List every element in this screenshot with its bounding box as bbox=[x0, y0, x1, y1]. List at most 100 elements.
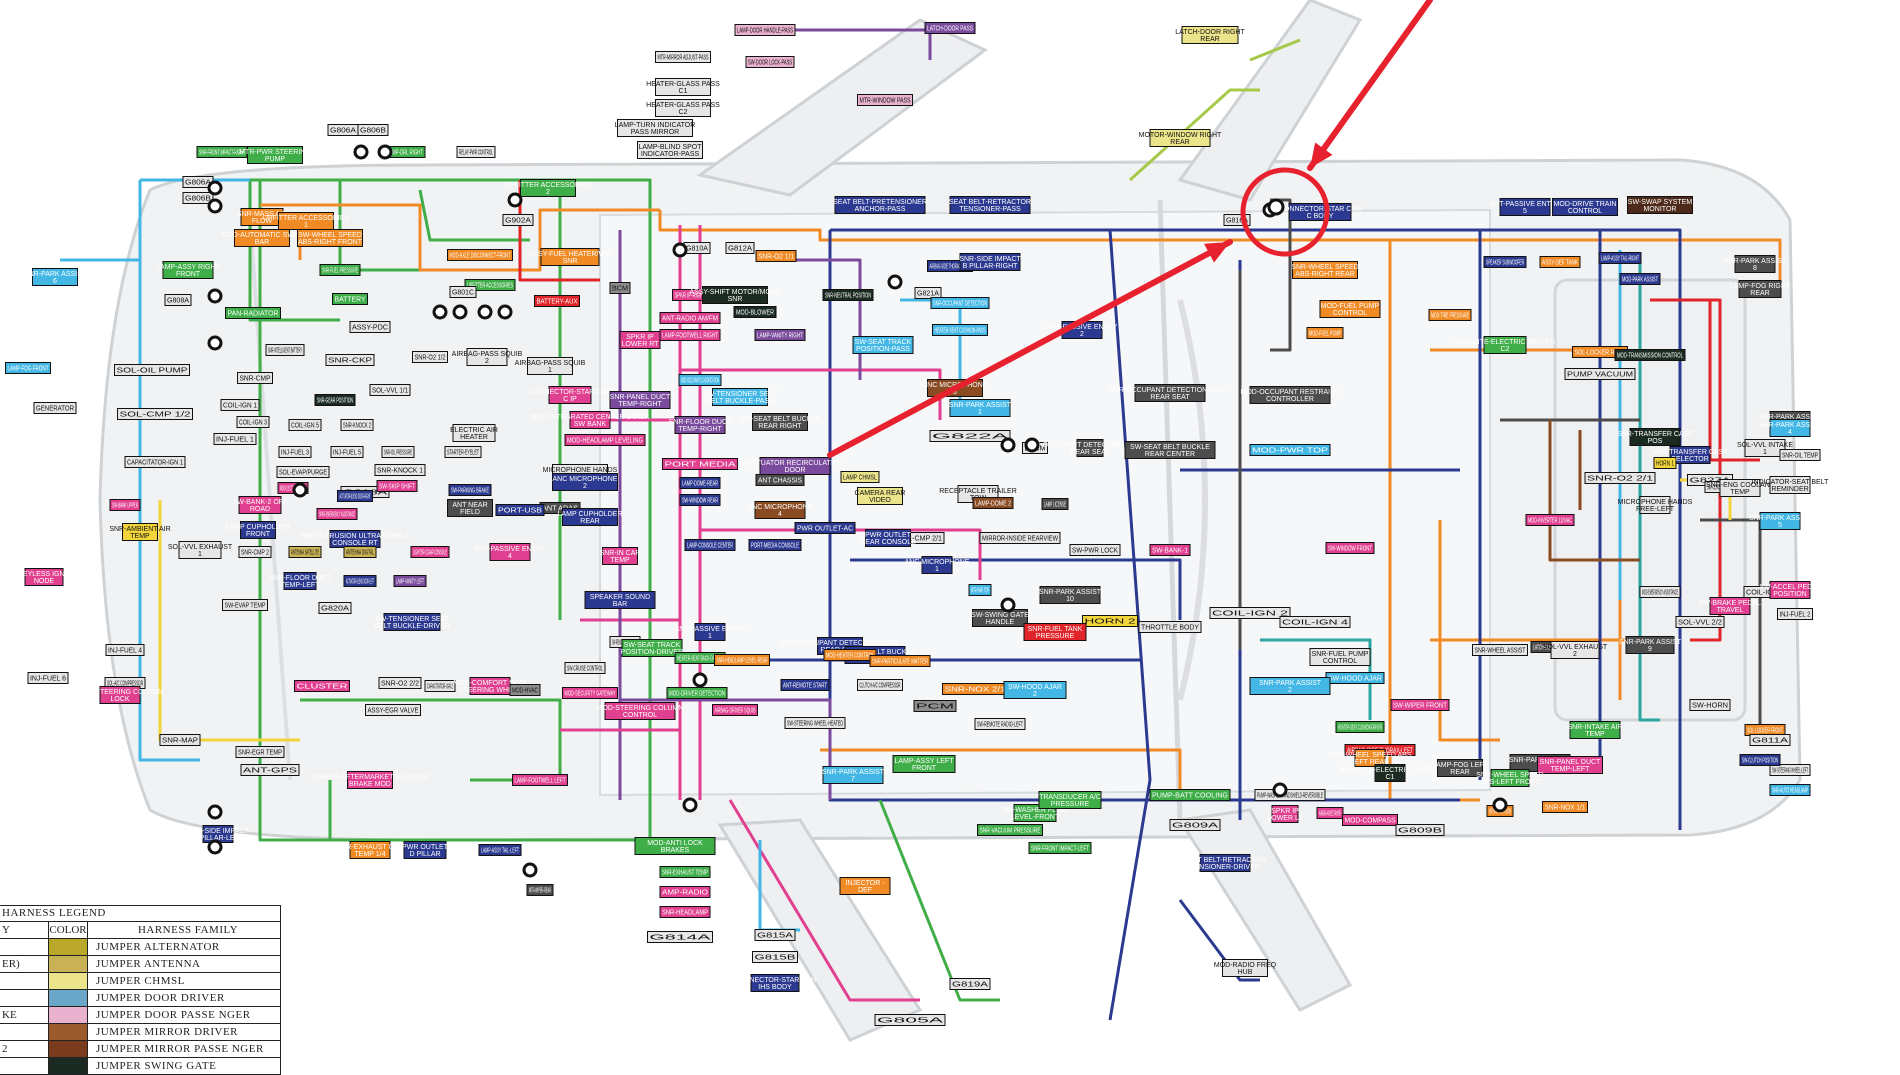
component-box-bg bbox=[932, 324, 988, 336]
component-box: G816A bbox=[1223, 214, 1251, 226]
component-box: SW-BANK-1 bbox=[1149, 544, 1191, 556]
component-label: MOD-FUEL PUMP bbox=[1309, 331, 1341, 338]
ground-eyelet-icon bbox=[682, 797, 698, 813]
component-box: HORN 2 bbox=[1082, 615, 1138, 627]
ground-eyelet-icon bbox=[207, 288, 223, 304]
component-box-bg bbox=[237, 372, 273, 384]
component-label: INJ-FUEL 4 bbox=[108, 648, 142, 655]
component-label: SOL-EVAP/PURGE bbox=[279, 470, 327, 477]
component-box-bg bbox=[222, 599, 268, 611]
component-label: GENERATOR bbox=[36, 406, 74, 413]
component-box-bg bbox=[236, 416, 270, 428]
component-box: RELAY-PWR CONTROL bbox=[456, 146, 496, 158]
component-label: MOD-EMERGENCY ASSISTANCE bbox=[1642, 590, 1678, 597]
ground-eyelet-icon bbox=[207, 839, 223, 855]
component-label: SW-BANK UPPER bbox=[112, 503, 138, 510]
component-label: ANTENNA DIGITAL bbox=[346, 550, 374, 557]
component-box-bg bbox=[748, 539, 802, 551]
component-box-bg bbox=[949, 399, 1011, 417]
component-box: G811A bbox=[1749, 734, 1791, 746]
component-box-bg bbox=[1552, 198, 1618, 216]
component-box-bg bbox=[1149, 129, 1211, 147]
component-label: MOD-PWR TOP bbox=[1252, 448, 1328, 455]
component-box-bg bbox=[33, 402, 77, 414]
component-box: AMP-RADIO bbox=[659, 886, 711, 898]
component-box: AIRBAG-DRIVER SQUIB bbox=[712, 704, 758, 716]
component-label: SW-CLUTCH POSITION bbox=[1742, 758, 1778, 765]
component-box: LAMP-DOME 2 bbox=[972, 497, 1014, 509]
component-box: SNR-O2 1/1 bbox=[755, 250, 797, 262]
component-box: COIL-IGN 2 bbox=[1209, 607, 1291, 619]
component-box: BATTERY-AUX bbox=[534, 295, 580, 307]
legend-row-family: JUMPER DOOR PASSE NGER bbox=[96, 1009, 251, 1021]
component-box: SW-WINDOW FRONT bbox=[1325, 542, 1375, 554]
component-label: SNR-FUEL PRESSURE bbox=[322, 268, 358, 275]
harness-wire bbox=[1249, 38, 1301, 62]
component-box-bg bbox=[694, 623, 726, 641]
component-box-bg bbox=[702, 286, 768, 304]
component-label: SNR-NOX 1/1 bbox=[1545, 805, 1586, 812]
component-box: LAMP-ASSY TAIL-RIGHT bbox=[1598, 252, 1642, 264]
component-box-bg bbox=[234, 229, 290, 247]
component-box-bg bbox=[164, 294, 192, 306]
component-box-bg bbox=[874, 1014, 946, 1026]
component-box-bg bbox=[527, 357, 573, 375]
component-box: SOL-LOCKER FRONT bbox=[1744, 724, 1786, 736]
harness-wire bbox=[1548, 420, 1640, 562]
component-box: LIGHTER-CIGAR CONSOLE bbox=[410, 546, 450, 558]
component-box: SNR-AUTO HEADLAMP bbox=[1769, 784, 1811, 796]
component-box: LAMP-DOME-REAR bbox=[679, 477, 721, 489]
component-label: LAMP-FOOTWELL RIGHT bbox=[662, 333, 718, 340]
component-label: SW-PARKING BRAKE bbox=[451, 488, 489, 495]
component-box-bg bbox=[1149, 789, 1231, 801]
component-box-bg bbox=[869, 655, 931, 667]
component-box-bg bbox=[319, 264, 361, 276]
component-box-bg bbox=[784, 717, 846, 729]
component-label: G821A bbox=[917, 291, 939, 298]
component-label: PCM bbox=[916, 704, 954, 711]
component-label: CAPACITATOR-IGN 2 bbox=[427, 684, 453, 691]
component-label: RELAY-PWR CONTROL bbox=[459, 150, 493, 157]
harness-wire bbox=[820, 748, 1182, 790]
component-box-bg bbox=[1223, 214, 1251, 226]
component-label: MOD-INVERTER 110VAC bbox=[1528, 518, 1572, 525]
component-box-bg bbox=[1292, 261, 1358, 279]
component-box-bg bbox=[1222, 959, 1268, 977]
component-box-bg bbox=[1199, 854, 1251, 872]
harness-wire bbox=[518, 180, 600, 282]
component-box: SNR-NOX 1/1 bbox=[1542, 801, 1588, 813]
component-label: LAMP-FOG FRONT bbox=[8, 366, 49, 373]
component-box: PWR OUTLET-AC bbox=[794, 522, 856, 534]
component-label: CLUTCH-A/C COMPRESSOR bbox=[860, 683, 901, 690]
component-box-bg bbox=[276, 466, 330, 478]
component-label: SNR-O2 1/1 bbox=[758, 254, 794, 261]
